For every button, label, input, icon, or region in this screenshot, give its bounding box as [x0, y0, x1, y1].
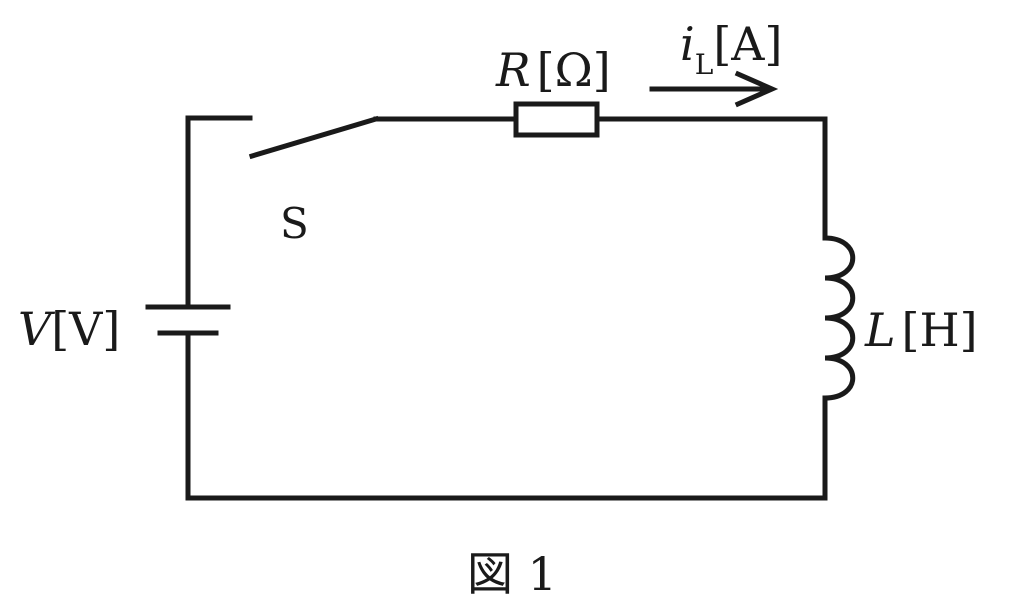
inductor-label: L[H]: [864, 303, 978, 357]
top-wire-right: [594, 116, 828, 241]
switch-blade: [248, 115, 380, 160]
inductor-symbol: L: [864, 303, 896, 357]
current-arrow-head: [734, 70, 779, 108]
left-wire-top: [185, 115, 253, 308]
resistor-label: R[Ω]: [495, 43, 611, 97]
resistor-unit: [Ω]: [537, 43, 611, 97]
voltage-symbol: V: [18, 302, 56, 356]
inductor-unit: [H]: [902, 303, 978, 357]
current-unit: [A]: [713, 17, 782, 71]
current-label: iL[A]: [680, 17, 782, 81]
current-subscript: L: [695, 48, 714, 81]
resistor-symbol: R: [495, 43, 531, 97]
switch-label: S: [280, 199, 309, 248]
current-symbol: i: [680, 17, 695, 71]
left-wire-bottom: [185, 332, 828, 501]
figure-caption: 図 1: [467, 547, 557, 601]
inductor-coil: [822, 235, 856, 401]
voltage-label: V[V]: [18, 302, 120, 356]
voltage-unit: [V]: [51, 302, 120, 356]
resistor: [513, 101, 600, 138]
